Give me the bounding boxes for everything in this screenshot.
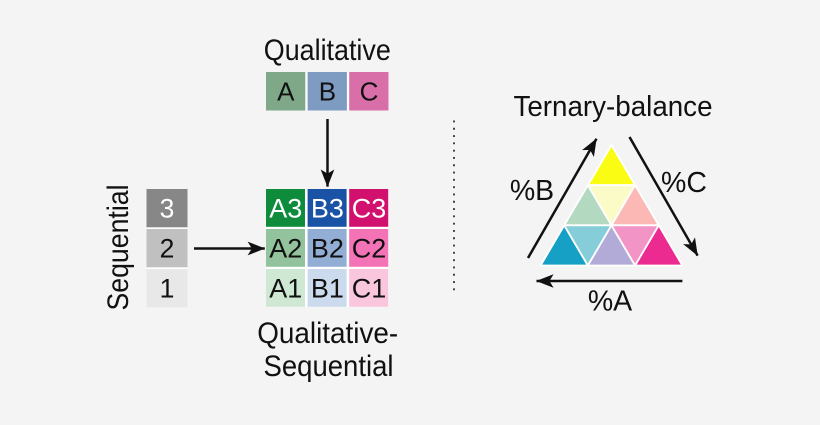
svg-text:1: 1 (160, 274, 175, 304)
svg-text:C: C (360, 77, 379, 107)
svg-text:%B: %B (510, 175, 554, 207)
svg-text:A2: A2 (269, 234, 302, 264)
svg-text:A: A (277, 77, 295, 107)
svg-text:A3: A3 (269, 194, 302, 224)
svg-text:%A: %A (588, 286, 632, 318)
svg-text:Qualitative-: Qualitative- (257, 317, 398, 350)
svg-text:C1: C1 (352, 274, 387, 304)
svg-text:Sequential: Sequential (102, 185, 135, 311)
svg-text:C3: C3 (352, 194, 387, 224)
svg-text:%C: %C (661, 167, 707, 199)
svg-text:Qualitative: Qualitative (264, 34, 391, 67)
svg-text:A1: A1 (269, 274, 302, 304)
svg-text:C2: C2 (352, 234, 387, 264)
svg-text:Sequential: Sequential (264, 350, 394, 383)
svg-text:3: 3 (160, 194, 175, 224)
svg-text:B3: B3 (311, 194, 344, 224)
svg-text:B: B (319, 77, 336, 107)
svg-text:B1: B1 (311, 274, 344, 304)
svg-text:Ternary-balance: Ternary-balance (514, 91, 713, 123)
svg-text:2: 2 (160, 234, 175, 264)
svg-text:B2: B2 (311, 234, 344, 264)
